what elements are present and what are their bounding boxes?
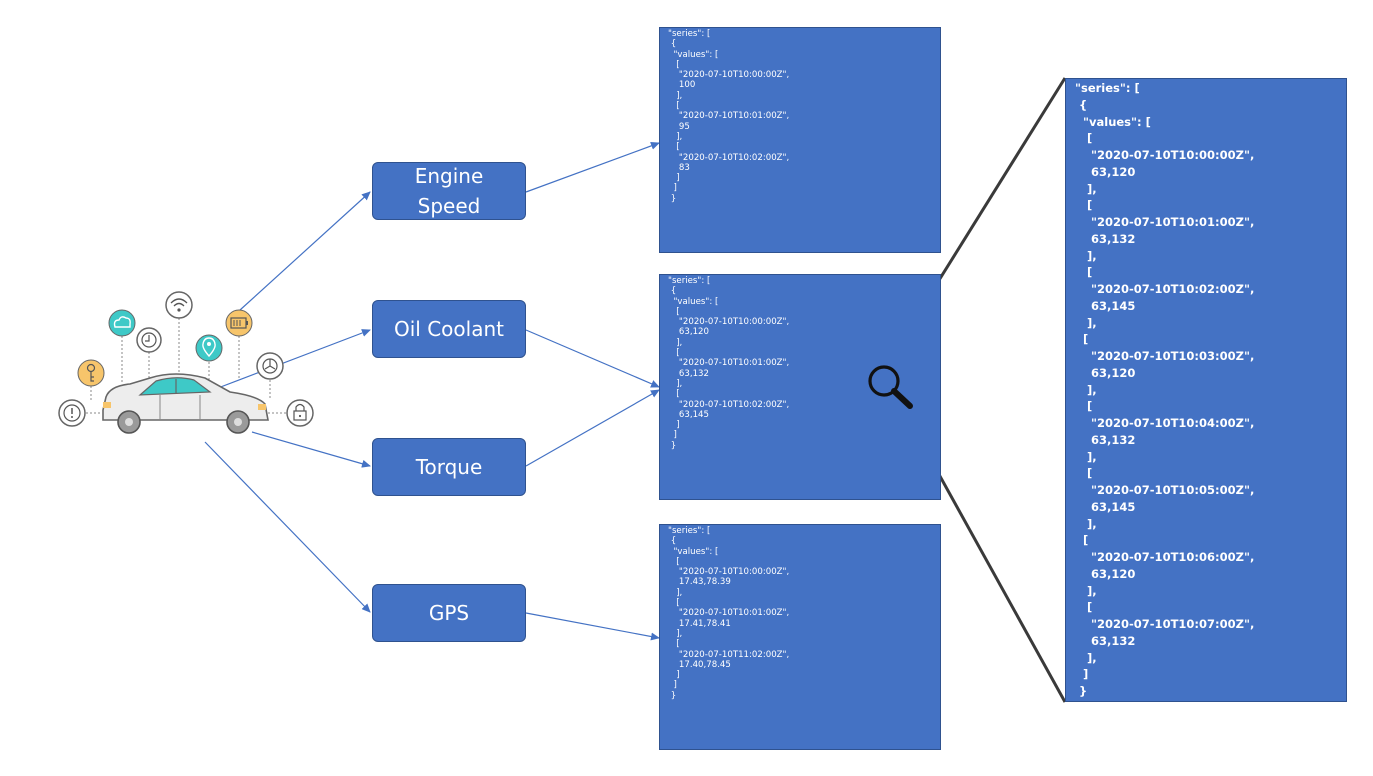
arrow-car-to-gps [204, 441, 371, 613]
arrow-oil-coolant-to-panel [525, 329, 660, 388]
engine-speed-json-text: "series": [ { "values": [ [ "2020-07-10T… [668, 29, 790, 204]
arrow-car-to-torque [251, 431, 371, 468]
lock-icon [286, 399, 314, 427]
connected-car-illustration [58, 291, 314, 434]
key-icon [77, 359, 105, 387]
clock-icon [136, 327, 162, 353]
speedometer-icon [256, 352, 284, 380]
gps-json-text: "series": [ { "values": [ [ "2020-07-10T… [668, 526, 790, 701]
engine-speed-box: Engine Speed [372, 162, 526, 220]
oil-torque-json-text: "series": [ { "values": [ [ "2020-07-10T… [668, 276, 790, 451]
arrow-car-to-engine-speed [239, 191, 371, 311]
car-icon [102, 373, 269, 434]
oil-coolant-label: Oil Coolant [394, 317, 504, 341]
torque-box: Torque [372, 438, 526, 496]
gps-box: GPS [372, 584, 526, 642]
cloud-icon [108, 309, 136, 337]
arrow-car-to-oil-coolant [217, 329, 371, 389]
zoomed-json-text: "series": [ { "values": [ [ "2020-07-10T… [1075, 81, 1255, 698]
arrow-gps-to-panel [525, 612, 660, 641]
arrow-engine-speed-to-panel [525, 142, 660, 193]
gps-json-panel: "series": [ { "values": [ [ "2020-07-10T… [659, 524, 941, 750]
battery-icon [225, 309, 253, 337]
wifi-icon [165, 291, 193, 319]
magnifier-icon [868, 365, 913, 409]
oil-torque-json-panel: "series": [ { "values": [ [ "2020-07-10T… [659, 274, 941, 500]
location-pin-icon [195, 334, 223, 362]
warning-icon [58, 399, 86, 427]
engine-speed-label: Engine Speed [414, 164, 484, 218]
engine-speed-json-panel: "series": [ { "values": [ [ "2020-07-10T… [659, 27, 941, 253]
oil-coolant-box: Oil Coolant [372, 300, 526, 358]
zoomed-json-panel: "series": [ { "values": [ [ "2020-07-10T… [1065, 78, 1347, 702]
arrow-torque-to-panel [525, 389, 660, 467]
gps-label: GPS [428, 601, 470, 625]
torque-label: Torque [415, 455, 483, 479]
